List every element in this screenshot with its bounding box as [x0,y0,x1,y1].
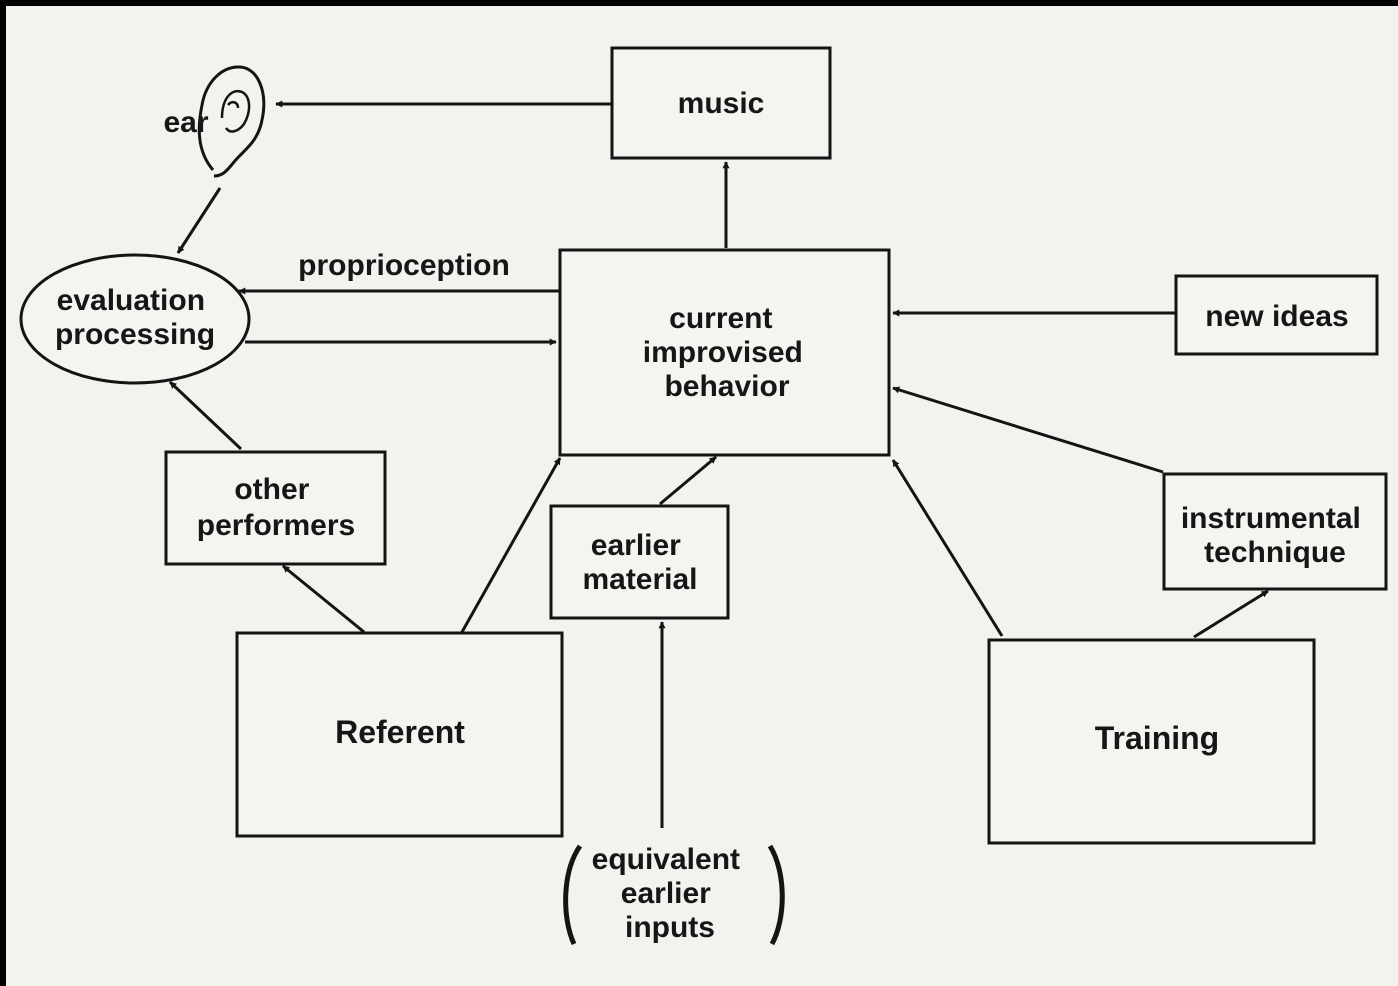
new-ideas-label: new ideas [1205,300,1348,333]
earlier-material-line-1: earlier [591,529,681,562]
other-performers-line-1: other [234,473,309,506]
ear-node: ear [163,65,266,178]
other-performers-line-2: performers [197,509,355,542]
equivalent-inputs-node: equivalent earlier inputs [563,843,785,946]
current-behavior-box: current improvised behavior [558,248,891,457]
evaluation-processing-node: evaluation processing [19,253,251,385]
current-line-3: behavior [664,370,789,403]
evaluation-processing-label: evaluation processing [55,284,215,351]
training-label: Training [1095,720,1219,756]
edge-earliermaterial-to-current [659,455,717,506]
instrumental-technique-box: instrumental technique [1162,472,1388,591]
training-box: Training [987,638,1316,845]
instrumental-technique-line-2: technique [1204,536,1346,569]
music-box: music [610,46,832,160]
equivalent-inputs-label: equivalent earlier inputs [592,843,749,944]
equivalent-inputs-line-1: equivalent [592,843,740,876]
current-behavior-label: current improvised behavior [643,302,811,403]
current-line-1: current [669,302,772,335]
edge-referent-to-otherperformers [282,564,365,634]
other-performers-box: other performers [164,450,387,566]
instrumental-technique-label: instrumental technique [1181,502,1369,569]
instrumental-technique-line-1: instrumental [1181,502,1361,535]
evaluation-line-1: evaluation [57,284,205,317]
proprioception-label: proprioception [298,249,510,282]
earlier-material-line-2: material [582,563,697,596]
earlier-material-label: earlier material [582,529,697,596]
flow-diagram: ear music evaluation processing current … [19,46,1388,946]
edge-ear-to-evaluation [176,187,222,254]
referent-box: Referent [235,631,564,838]
edge-training-to-current [891,459,1004,637]
earlier-material-box: earlier material [549,504,730,620]
left-paren-icon [563,844,583,946]
music-label: music [678,87,765,120]
right-paren-icon [767,844,785,946]
current-line-2: improvised [643,336,803,369]
edge-technique-to-current [892,386,1164,474]
equivalent-inputs-line-2: earlier [621,877,711,910]
ear-icon [197,65,266,178]
evaluation-line-2: processing [55,318,215,351]
ear-label: ear [163,106,208,139]
edge-training-to-technique [1193,589,1269,639]
equivalent-inputs-line-3: inputs [625,911,715,944]
other-performers-label: other performers [197,473,355,542]
diagram-canvas: ear music evaluation processing current … [6,6,1398,986]
edge-referent-to-current [460,457,562,633]
referent-label: Referent [335,714,465,750]
new-ideas-box: new ideas [1174,274,1379,356]
edge-otherperformers-to-evaluation [168,380,243,451]
